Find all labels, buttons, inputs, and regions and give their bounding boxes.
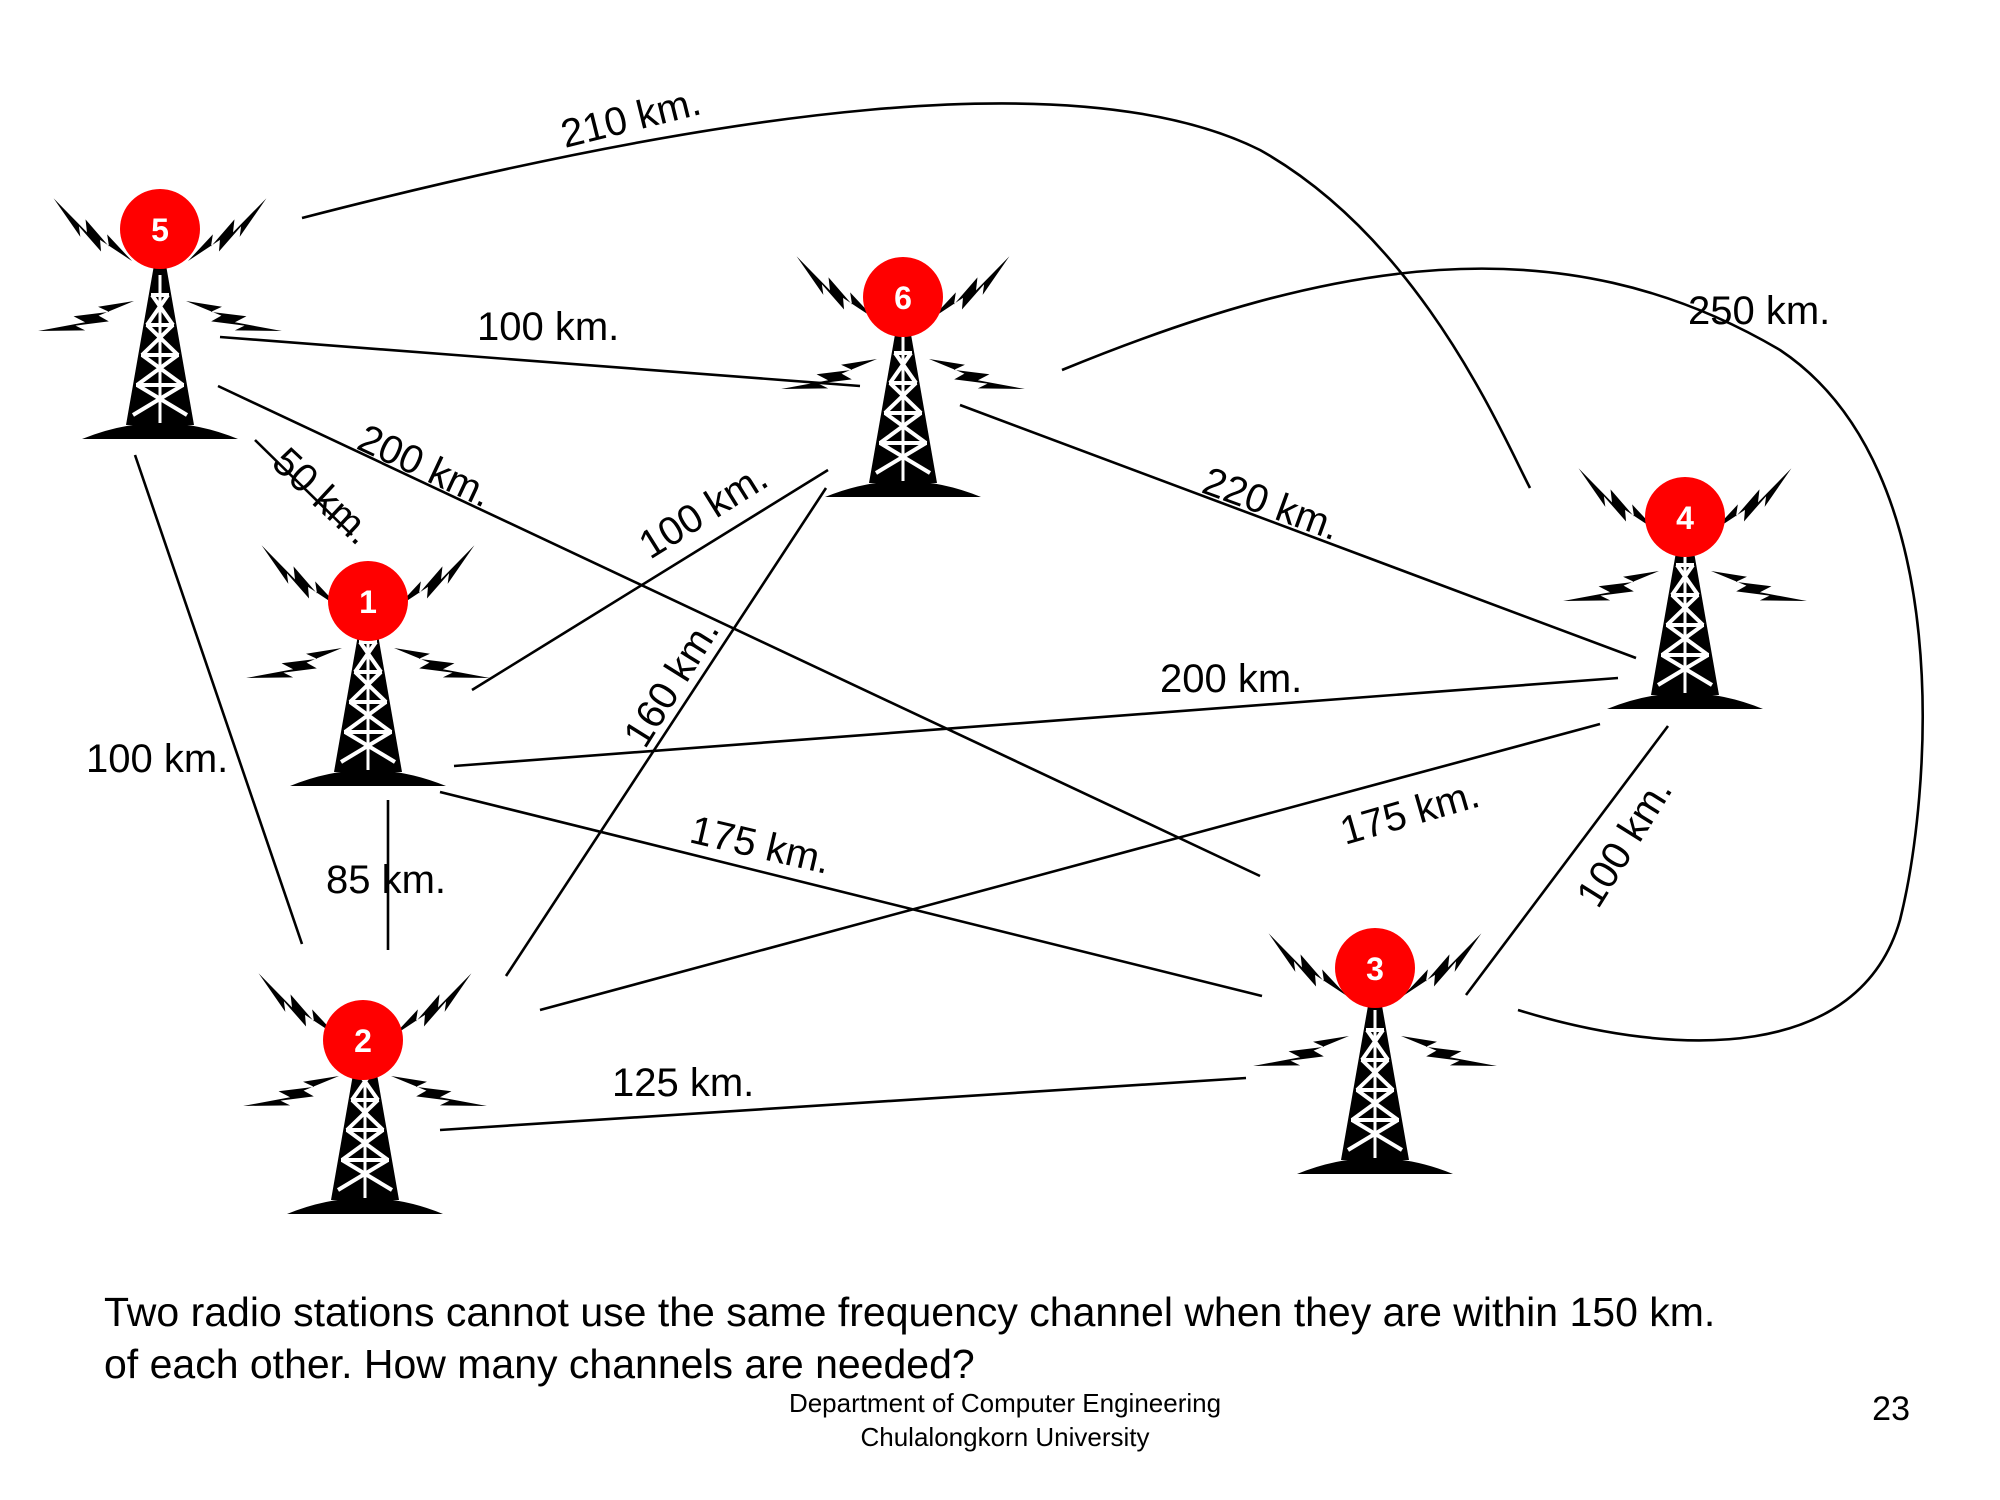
question-line-2: of each other. How many channels are nee… (104, 1341, 975, 1387)
station-badge (120, 189, 200, 269)
station-node-4: 4 (1563, 468, 1807, 709)
edge-1-2-label: 85 km. (326, 858, 446, 902)
edge-5-3-label: 200 km. (351, 416, 499, 516)
station-label: 4 (1676, 500, 1694, 536)
station-badge (863, 257, 943, 337)
edge-5-3-line (217, 384, 1261, 878)
edge-lines (133, 102, 1924, 1132)
edge-2-4-label: 175 km. (1335, 772, 1484, 854)
station-label: 2 (354, 1023, 372, 1059)
edge-2-3-label: 125 km. (612, 1061, 754, 1105)
question-line-1: Two radio stations cannot use the same f… (104, 1289, 1716, 1335)
edge-5-1-line (254, 439, 353, 536)
station-node-2: 2 (243, 973, 487, 1214)
station-node-1: 1 (246, 545, 490, 786)
edge-6-2-label: 160 km. (615, 611, 728, 755)
edge-5-4-line (301, 102, 1532, 489)
edge-2-3-line (439, 1076, 1247, 1132)
edge-1-6-line (471, 468, 829, 692)
edge-5-2-label: 100 km. (86, 737, 228, 781)
edge-5-6-label: 100 km. (477, 305, 619, 349)
station-label: 6 (894, 280, 912, 316)
station-badge (323, 1000, 403, 1080)
footer-department: Department of Computer Engineering (788, 1388, 1222, 1418)
footer-university: Chulalongkorn University (860, 1422, 1150, 1452)
footer: Department of Computer Engineering Chula… (700, 1386, 1310, 1454)
edge-6-4-line (959, 403, 1637, 660)
edge-1-4-label: 200 km. (1160, 657, 1302, 701)
edge-1-6-label: 100 km. (631, 455, 775, 568)
edge-1-4-line (453, 676, 1619, 768)
question-text: Two radio stations cannot use the same f… (104, 1286, 1954, 1390)
edge-2-4-line (539, 722, 1601, 1012)
edge-6-4-label: 220 km. (1197, 459, 1346, 549)
station-node-3: 3 (1253, 928, 1497, 1174)
edge-4-3-label: 100 km. (1568, 771, 1681, 915)
station-node-5: 5 (38, 189, 282, 439)
edge-6-2-line (504, 487, 828, 977)
station-badge (1335, 928, 1415, 1008)
station-badge (1645, 477, 1725, 557)
station-label: 3 (1366, 951, 1384, 987)
edge-6-3-label: 250 km. (1688, 289, 1830, 333)
edge-5-6-line (219, 335, 861, 388)
station-node-6: 6 (781, 256, 1025, 497)
edge-4-3-line (1464, 725, 1670, 996)
station-label: 5 (151, 212, 169, 248)
edge-5-2-line (133, 454, 304, 945)
edge-6-3-line (1061, 267, 1924, 1042)
station-badge (328, 561, 408, 641)
page-number: 23 (1872, 1390, 1910, 1428)
station-label: 1 (359, 584, 377, 620)
edge-1-3-line (439, 790, 1263, 998)
